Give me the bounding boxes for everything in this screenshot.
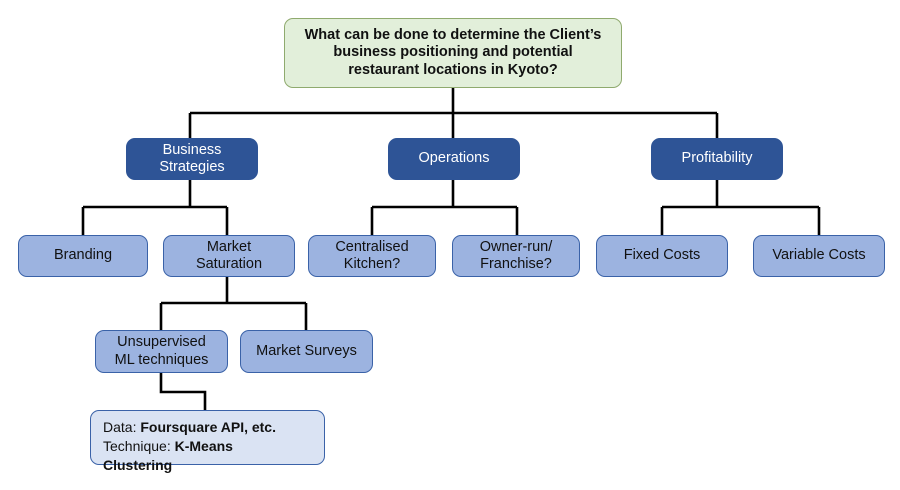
node-variable-costs[interactable]: Variable Costs [753,235,885,277]
technique-row: Technique: K-Means [103,437,314,456]
fixed-costs-line-1: Fixed Costs [623,247,701,264]
node-market-saturation[interactable]: Market Saturation [163,235,295,277]
branding-line-1: Branding [53,247,113,264]
edge-to-data-box [159,373,207,410]
node-operations[interactable]: Operations [388,138,520,180]
owner-run-franchise-line-2: Franchise? [480,256,552,272]
root-question-node[interactable]: What can be done to determine the Client… [284,18,622,88]
unsupervised-ml-line-2: ML techniques [114,351,209,368]
profitability-line-1: Profitability [681,150,753,167]
business-strategies-line-2: Strategies [159,159,225,175]
node-owner-run-franchise[interactable]: Owner-run/ Franchise? [452,235,580,277]
node-centralised-kitchen[interactable]: Centralised Kitchen? [308,235,436,277]
variable-costs-line-1: Variable Costs [772,247,866,264]
technique-row-continued: Clustering [103,456,314,475]
market-surveys-line-1: Market Surveys [256,342,357,359]
centralised-kitchen-line-1: Centralised [335,238,409,255]
technique-value-line-1: K-Means [174,437,233,454]
node-business-strategies[interactable]: Business Strategies [126,138,258,180]
unsupervised-ml-line-1: Unsupervised [117,334,206,351]
node-market-surveys[interactable]: Market Surveys [240,330,373,373]
business-strategies-line-1: Business [162,141,222,158]
owner-run-franchise-line-1: Owner-run/ [479,238,553,255]
market-saturation-line-1: Market [206,238,252,255]
node-branding[interactable]: Branding [18,235,148,277]
technique-value-line-2: Clustering [103,456,173,473]
node-unsupervised-ml-techniques[interactable]: Unsupervised ML techniques [95,330,228,373]
operations-line-1: Operations [418,150,490,167]
data-value: Foursquare API, etc. [140,419,276,435]
data-row: Data: Foursquare API, etc. [103,418,314,437]
root-line-3: restaurant locations in Kyoto? [348,61,558,78]
data-label: Data: [103,419,137,435]
node-data-technique-box[interactable]: Data: Foursquare API, etc. Technique: K-… [90,410,325,473]
root-line-2: business positioning and potential [333,44,573,61]
node-fixed-costs[interactable]: Fixed Costs [596,235,728,277]
market-saturation-line-2: Saturation [195,256,263,272]
technique-label: Technique: [103,437,171,454]
root-line-1: What can be done to determine the Client… [304,27,602,44]
centralised-kitchen-line-2: Kitchen? [343,256,401,272]
node-profitability[interactable]: Profitability [651,138,783,180]
